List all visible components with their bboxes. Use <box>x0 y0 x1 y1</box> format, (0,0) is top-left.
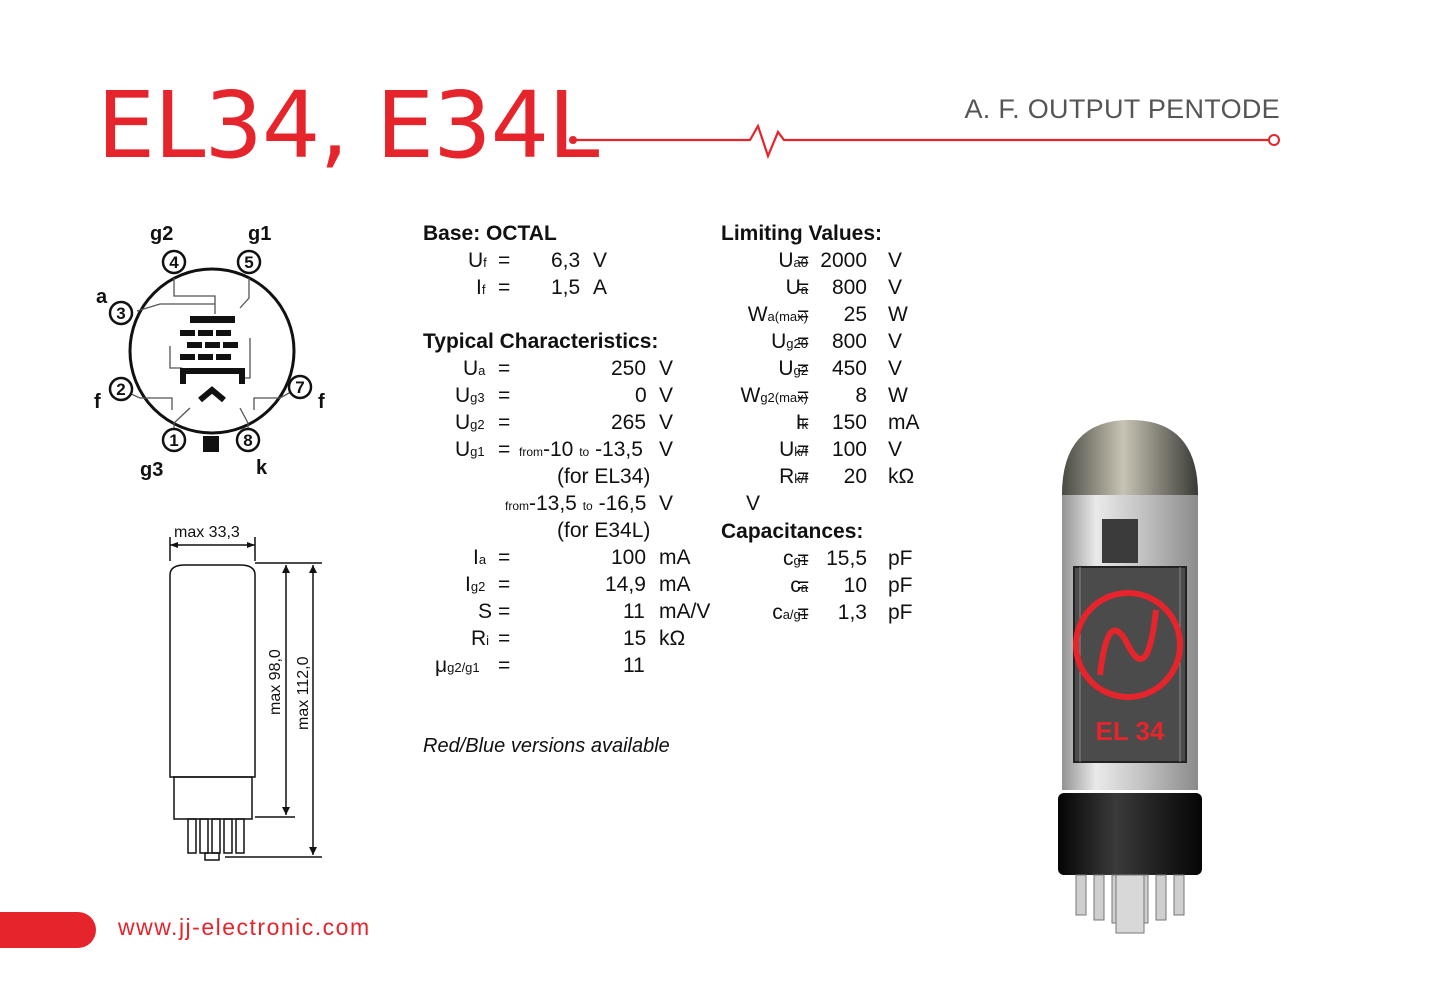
symbol: Rk/f <box>779 465 808 488</box>
pin-f-right-label: f <box>318 391 325 413</box>
base-heading: Base: OCTAL <box>423 222 557 245</box>
typical-row-s: S = 11 mA/V <box>478 600 711 623</box>
dimension-drawing: max 33,3 max 98,0 max 112,0 <box>169 524 322 861</box>
website-link[interactable]: www.jj-electronic.com <box>118 914 371 940</box>
footer-accent-bar <box>0 912 96 948</box>
base-row-if: If = 1,5 A <box>476 276 608 299</box>
typical-row-ug1-note: (for EL34) <box>557 465 651 488</box>
page-subtitle: A. F. OUTPUT PENTODE <box>964 94 1280 124</box>
pin-g2-label: g2 <box>150 223 173 245</box>
symbol: Ug20 <box>771 330 808 353</box>
pin-3-label: 3 <box>116 304 125 323</box>
typical-row-mu: μg2/g1 = 11 <box>435 654 645 677</box>
signal-line-decoration <box>569 123 1280 160</box>
symbol: Wa(max) <box>747 303 808 326</box>
pinout-diagram: 4 5 3 2 7 1 8 g2 g1 a f f g3 k <box>94 223 325 481</box>
pin-7-label: 7 <box>295 378 304 397</box>
pin-k-label: k <box>256 457 268 479</box>
pin-a-label: a <box>96 286 108 308</box>
typical-heading: Typical Characteristics: <box>423 330 659 353</box>
symbol: Ua0 <box>778 249 808 272</box>
dimension-body-height: max 98,0 <box>267 649 284 715</box>
pin-5-label: 5 <box>244 253 253 272</box>
symbol: Wg2(max) <box>740 384 808 407</box>
pin-1-label: 1 <box>169 431 178 450</box>
symbol: cg1 <box>783 547 808 570</box>
typical-row-ug3: Ug3 = 0 V <box>455 384 674 407</box>
typical-row-ua: Ua = 250 V <box>463 357 674 380</box>
capacitances-heading: Capacitances: <box>721 520 864 543</box>
typical-row-ug1: Ug1 = from-10 to -13,5 V <box>455 438 674 461</box>
pin-8-label: 8 <box>243 431 252 450</box>
limiting-heading: Limiting Values: <box>721 222 883 245</box>
symbol: Ik <box>795 411 808 434</box>
symbol: Uk/f <box>779 438 808 461</box>
symbol: Ua <box>785 276 808 299</box>
versions-note: Red/Blue versions available <box>423 735 670 757</box>
symbol: ca/g1 <box>772 601 808 624</box>
typical-row-ug1-e34l: from-13,5 to -16,5 V <box>505 492 674 515</box>
symbol: Uf <box>468 249 487 272</box>
pin-4-label: 4 <box>169 253 179 272</box>
tube-print: EL 34 <box>1096 716 1165 746</box>
typical-row-ri: Ri = 15 kΩ <box>471 627 686 650</box>
dimension-width: max 33,3 <box>174 524 240 541</box>
typical-row-ig2: Ig2 = 14,9 mA <box>465 573 691 596</box>
typical-row-ug2: Ug2 = 265 V <box>455 411 674 434</box>
symbol: ca <box>790 574 808 597</box>
typical-row-ug1-note-e34l: (for E34L) <box>557 519 651 542</box>
pin-g1-label: g1 <box>248 223 271 245</box>
tube-photo: EL 34 <box>1058 420 1202 934</box>
limiting-stray-unit: V <box>746 492 761 515</box>
base-row-uf: Uf = 6,3 V <box>423 247 713 274</box>
page-title: EL34, E34L <box>97 72 599 179</box>
pin-2-label: 2 <box>116 380 125 399</box>
pin-g3-label: g3 <box>140 459 163 481</box>
typical-row-ia: Ia = 100 mA <box>473 546 691 569</box>
pin-f-left-label: f <box>94 391 101 413</box>
dimension-total-height: max 112,0 <box>295 656 312 730</box>
symbol: Ug2 <box>778 357 808 380</box>
